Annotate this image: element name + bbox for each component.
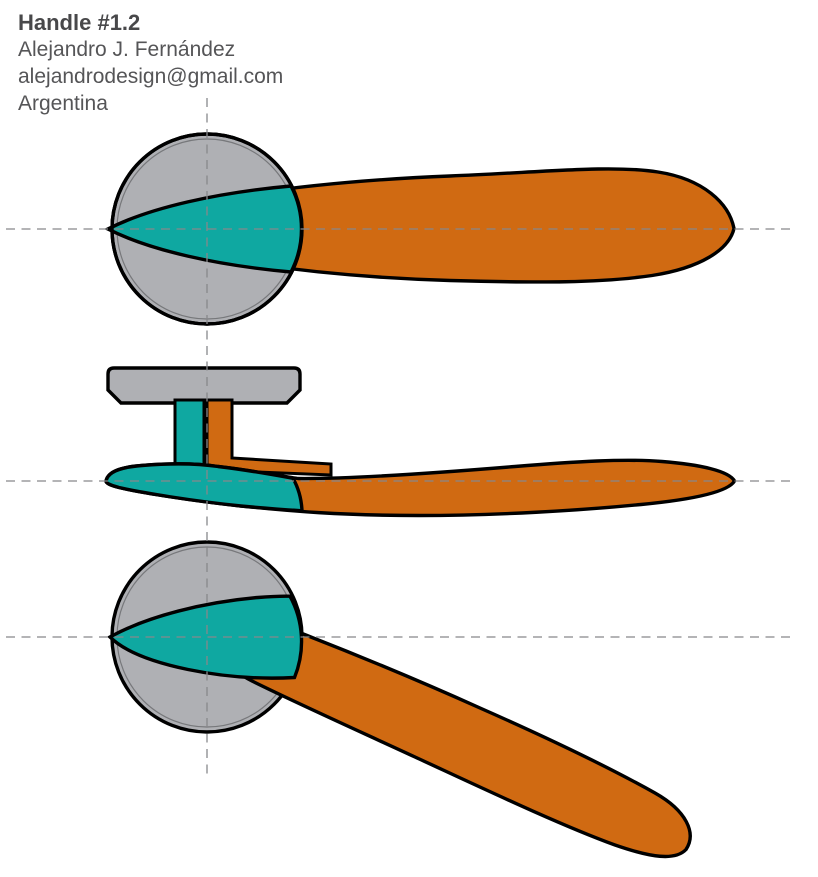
front-view-pressed — [107, 540, 692, 859]
designer-email: alejandrodesign@gmail.com — [18, 65, 284, 88]
neck-stem-side — [173, 398, 206, 472]
centerlines — [6, 98, 796, 778]
rosette-side-profile — [106, 366, 302, 405]
side-view — [104, 366, 737, 518]
credit-block: Handle #1.2 Alejandro J. Fernández aleja… — [18, 9, 283, 117]
designer-country: Argentina — [18, 92, 108, 115]
spindle-arm-side — [205, 398, 333, 477]
designer-name: Alejandro J. Fernández — [18, 38, 236, 61]
grip-tip-side — [104, 462, 304, 513]
grip-tip-pressed — [107, 594, 304, 680]
design-title: Handle #1.2 — [18, 10, 141, 35]
front-view — [104, 132, 736, 326]
lever-blade-pressed — [212, 621, 692, 859]
